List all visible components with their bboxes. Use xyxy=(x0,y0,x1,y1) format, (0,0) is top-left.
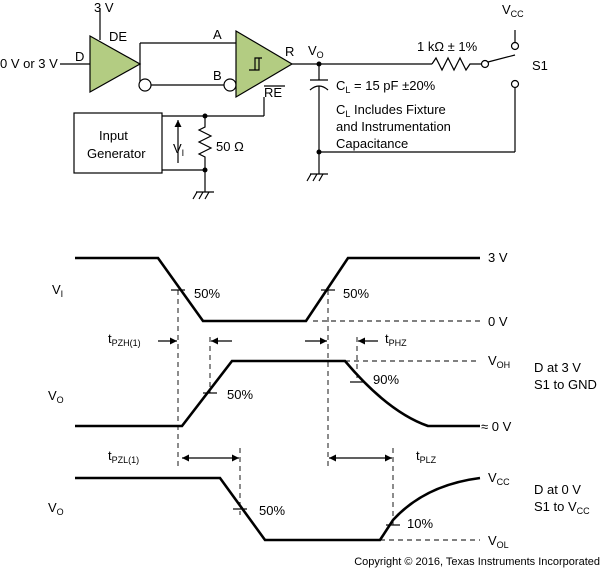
copyright: Copyright © 2016, Texas Instruments Inco… xyxy=(354,556,600,568)
cond2-line1: D at 0 V xyxy=(534,482,581,497)
d-input-label: 0 V or 3 V xyxy=(0,56,58,71)
vo-waveform-low xyxy=(75,476,481,542)
pct-90-label: 90% xyxy=(373,372,399,387)
pct-50-d: 50% xyxy=(259,503,285,518)
pin-a-label: A xyxy=(213,27,222,42)
tphz-label: tPHZ xyxy=(385,331,407,348)
level-0v-label: 0 V xyxy=(488,314,508,329)
timing-waveforms: VI 3 V 0 V 50% 50% tPZH(1) tPHZ VO VOH 9… xyxy=(48,250,597,550)
receiver-amplifier: R RE xyxy=(235,29,294,116)
driver-inverting-bubble xyxy=(138,78,152,92)
cond1-line2: S1 to GND xyxy=(534,377,597,392)
cond2-line2: S1 to VCC xyxy=(534,499,590,516)
receiver-triangle xyxy=(235,29,294,99)
r50-label: 50 Ω xyxy=(216,139,244,154)
test-circuit: 3 V DE 0 V or 3 V D A B R RE VO 1 kΩ ± 1… xyxy=(0,0,548,200)
vcc-label: VCC xyxy=(502,2,524,19)
approx-0v-label: ≈ 0 V xyxy=(481,419,512,434)
cl-note-line2: and Instrumentation xyxy=(336,119,451,134)
pct-10-label: 10% xyxy=(407,516,433,531)
vi-label: VI xyxy=(173,141,184,158)
vi-waveform xyxy=(75,256,480,323)
tpzl-label: tPZL(1) xyxy=(108,448,139,465)
pin-b-label: B xyxy=(213,68,222,83)
resistor-label: 1 kΩ ± 1% xyxy=(417,39,478,54)
pct-50-b: 50% xyxy=(343,286,369,301)
driver-triangle xyxy=(89,34,142,94)
tplz-label: tPLZ xyxy=(416,448,437,465)
tpzh-label: tPZH(1) xyxy=(108,331,141,348)
vo2-label: VO xyxy=(48,500,64,517)
load-capacitor xyxy=(306,64,515,182)
vo1-label: VO xyxy=(48,388,64,405)
resistor-50-ohm xyxy=(197,116,213,192)
input-generator-box xyxy=(73,112,163,174)
switch-label: S1 xyxy=(532,58,548,73)
pct-50-c: 50% xyxy=(227,387,253,402)
switch-s1: S1 VCC xyxy=(480,2,548,152)
resistor-1k xyxy=(431,56,482,72)
vol-label: VOL xyxy=(488,533,509,550)
driver-amplifier: 3 V DE 0 V or 3 V D xyxy=(0,0,142,94)
cl-note-line1: CL Includes Fixture xyxy=(336,102,446,119)
cl-value-label: CL = 15 pF ±20% xyxy=(336,78,436,95)
level-3v-label: 3 V xyxy=(488,250,508,265)
pin-r-label: R xyxy=(285,44,294,59)
pin-re-label: RE xyxy=(264,85,282,100)
cond1-line1: D at 3 V xyxy=(534,360,581,375)
d-label: D xyxy=(75,49,84,64)
generator-ground xyxy=(192,191,214,200)
receiver-input-bubble xyxy=(223,78,237,92)
supply-label: 3 V xyxy=(94,0,114,15)
vcc-level-label: VCC xyxy=(488,470,510,487)
pct-50-a: 50% xyxy=(194,286,220,301)
vo-label: VO xyxy=(308,43,324,60)
generator-label-1: Input xyxy=(99,128,128,143)
cl-note-line3: Capacitance xyxy=(336,136,408,151)
schmitt-trigger-symbol xyxy=(249,57,262,71)
vo-waveform-high xyxy=(75,359,480,428)
generator-label-2: Generator xyxy=(87,146,146,161)
voh-label: VOH xyxy=(488,353,510,370)
de-label: DE xyxy=(109,29,127,44)
vi-wave-label: VI xyxy=(52,282,63,299)
